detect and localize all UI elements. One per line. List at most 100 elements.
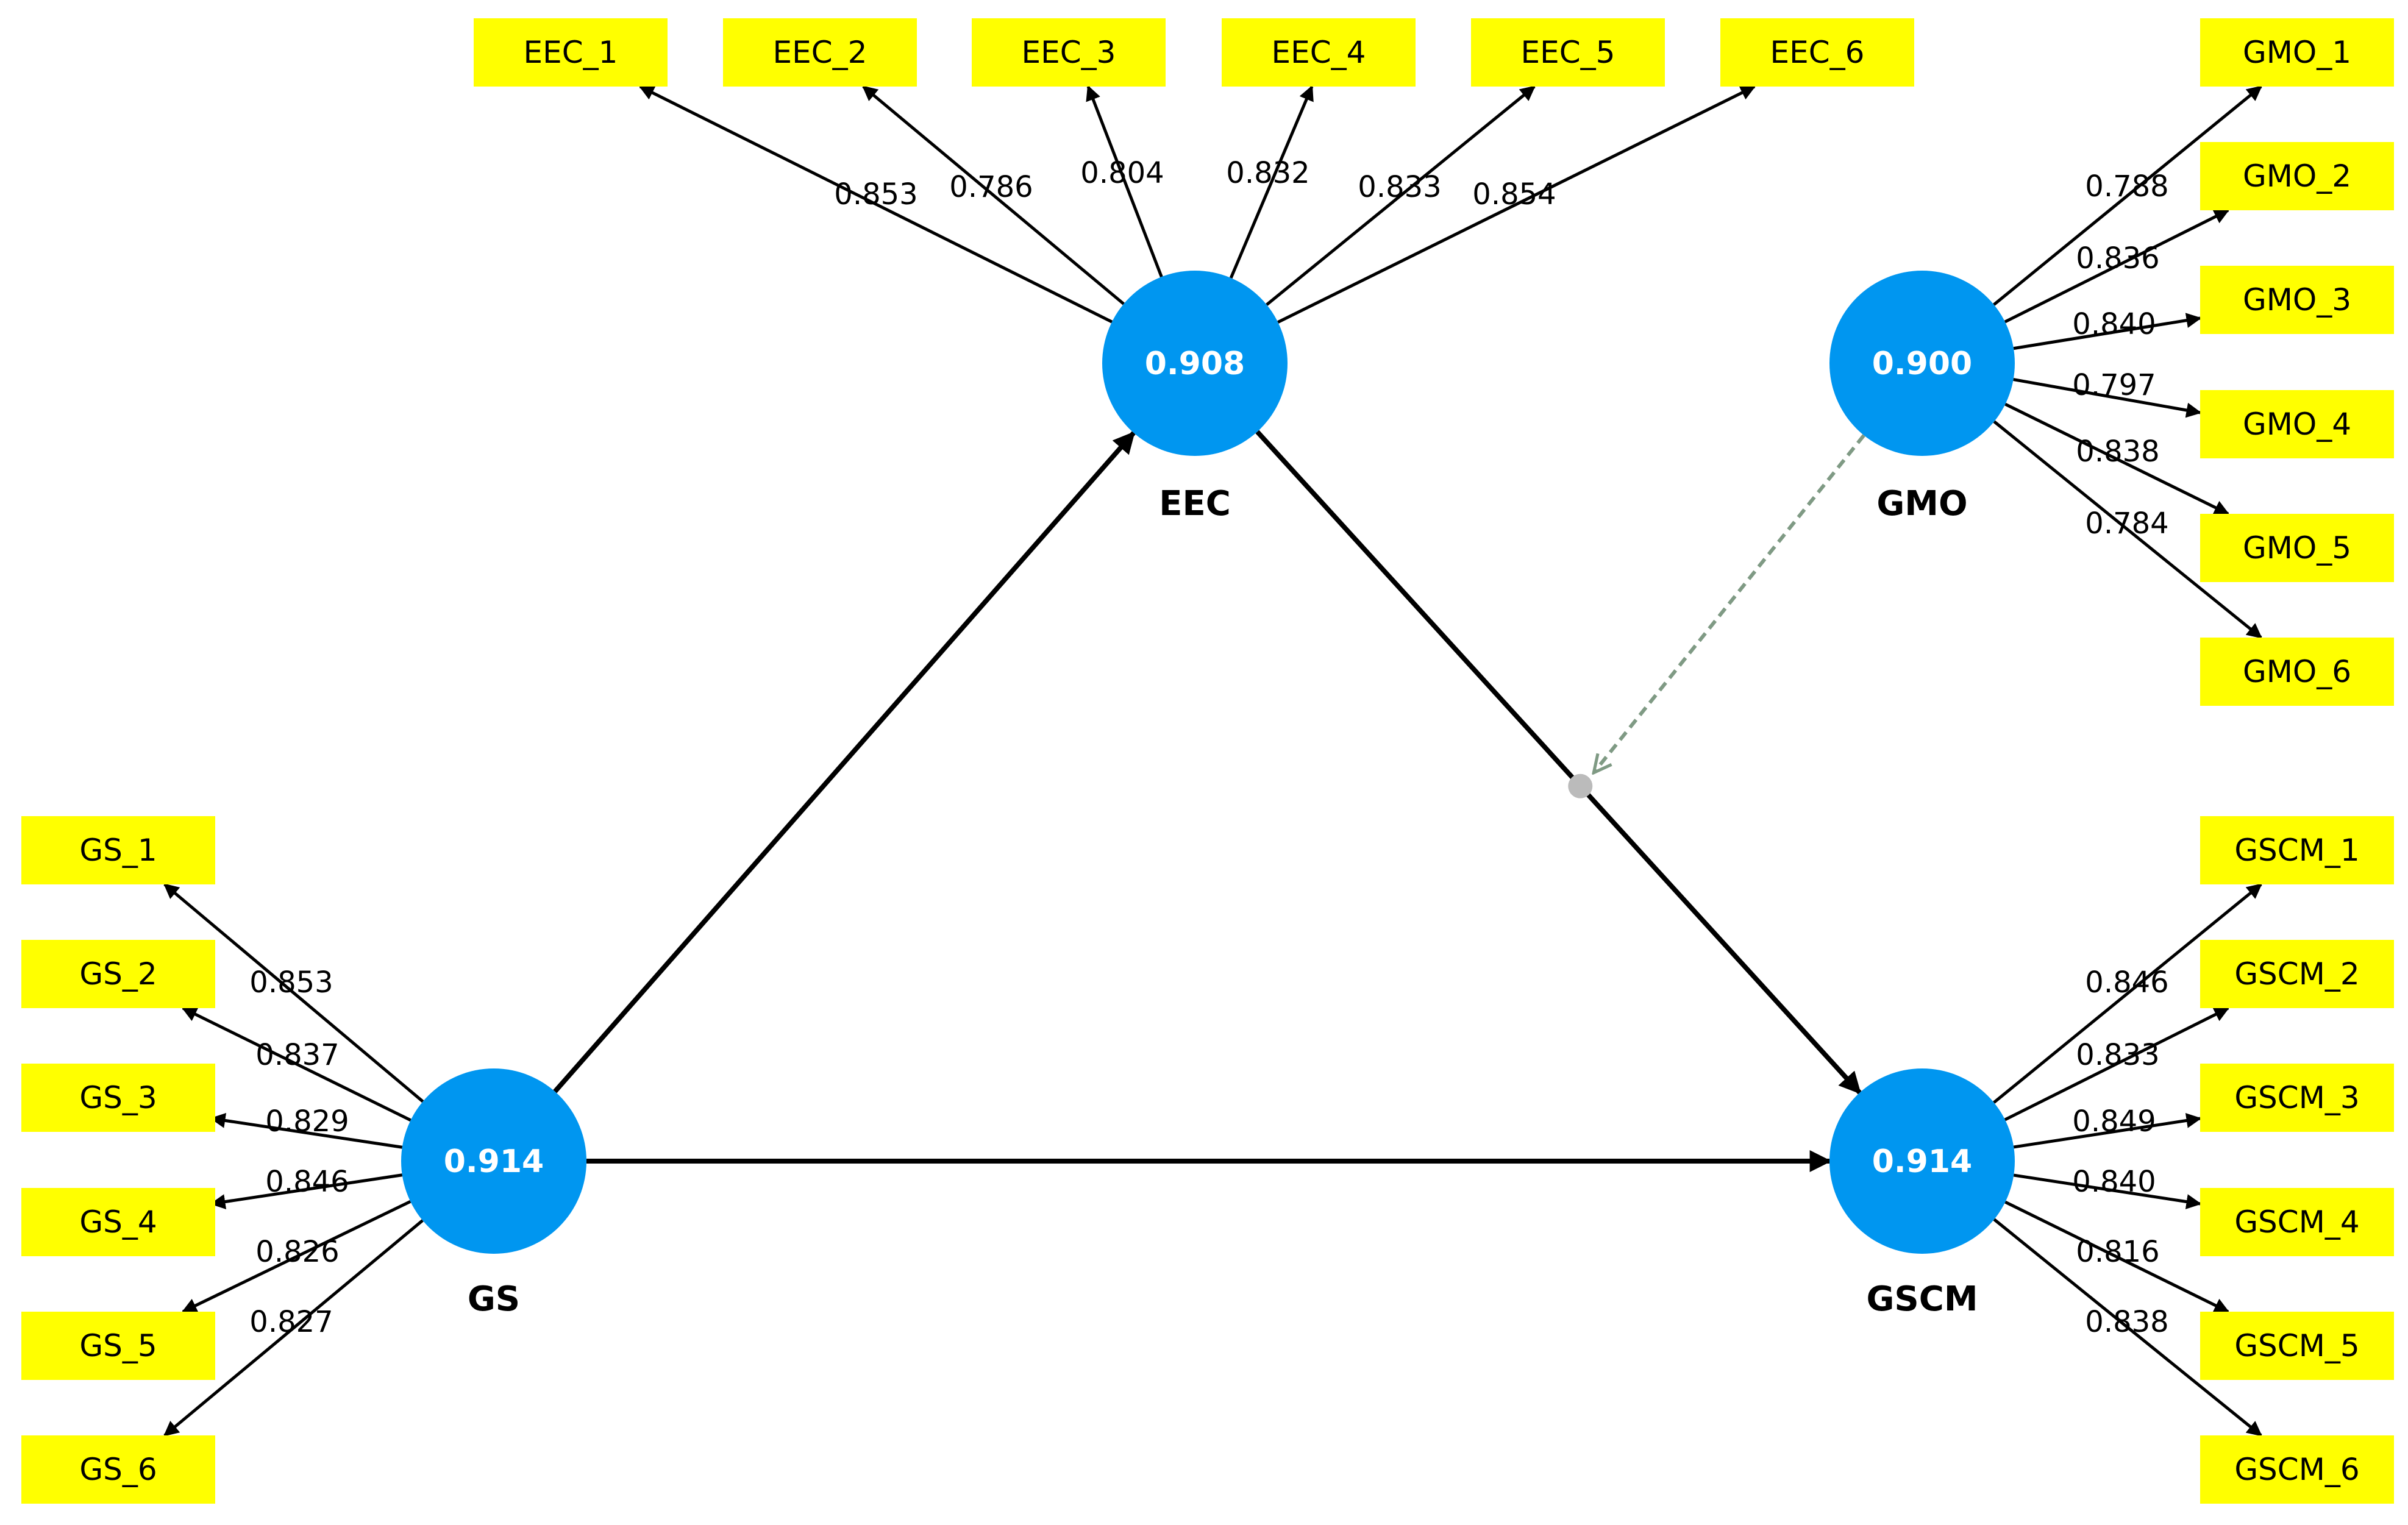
indicator-box [2200,18,2394,87]
loading-arrow-eec_4 [1229,85,1314,279]
indicator-label: GSCM_1 [2234,833,2359,868]
indicator-label: GSCM_3 [2234,1080,2359,1115]
indicator-box [2200,390,2394,458]
indicator-box [474,18,668,87]
loading-value-gmo_5: 0.838 [2076,435,2159,469]
indicator-gmo_3[interactable]: GMO_3 [2200,266,2394,334]
loading-arrow-gmo_1 [1993,85,2262,306]
indicator-gs_6[interactable]: GS_6 [21,1435,215,1504]
indicator-box [1471,18,1665,87]
moderation-arrow[interactable] [1594,434,1865,773]
loading-value-gs_1: 0.853 [249,965,333,1000]
loading-value-gs_5: 0.826 [255,1235,339,1269]
construct-value: 0.908 [1145,346,1245,382]
loading-arrow-gscm_1 [1993,883,2262,1104]
indicator-box [21,816,215,884]
indicator-gscm_6[interactable]: GSCM_6 [2200,1435,2394,1504]
construct-circle [1829,1068,2015,1254]
indicator-label: GMO_5 [2243,530,2351,566]
indicator-gscm_2[interactable]: GSCM_2 [2200,940,2394,1008]
construct-value: 0.914 [1872,1143,1972,1180]
loading-arrow-gmo_5 [2004,402,2230,516]
loading-arrow-eec_1 [638,85,1113,324]
indicator-label: GMO_6 [2243,654,2351,689]
indicator-gscm_3[interactable]: GSCM_3 [2200,1064,2394,1132]
loading-arrow-eec_3 [1086,85,1163,278]
loading-value-eec_2: 0.786 [949,170,1033,204]
indicator-gmo_4[interactable]: GMO_4 [2200,390,2394,458]
indicator-label: GMO_4 [2243,407,2351,442]
indicator-gscm_5[interactable]: GSCM_5 [2200,1312,2394,1380]
moderation-point [1568,773,1593,798]
loading-arrow-gs_5 [181,1200,411,1313]
loading-arrow-gmo_3 [2013,313,2202,350]
path-gs-to-eec[interactable] [553,431,1136,1093]
indicator-gscm_1[interactable]: GSCM_1 [2200,816,2394,884]
loading-value-gscm_3: 0.849 [2072,1104,2156,1139]
indicator-box [2200,638,2394,706]
loading-value-gs_3: 0.829 [265,1104,349,1139]
indicator-eec_5[interactable]: EEC_5 [1471,18,1665,87]
loading-arrow-gscm_2 [2004,1006,2230,1122]
indicator-box [2200,266,2394,334]
indicator-label: GMO_1 [2243,35,2351,70]
indicator-eec_6[interactable]: EEC_6 [1720,18,1914,87]
indicator-box [2200,1064,2394,1132]
indicator-box [2200,1435,2394,1504]
indicator-gmo_1[interactable]: GMO_1 [2200,18,2394,87]
indicator-eec_4[interactable]: EEC_4 [1222,18,1416,87]
loading-value-gmo_3: 0.840 [2072,307,2156,341]
indicator-eec_1[interactable]: EEC_1 [474,18,668,87]
loading-value-gs_4: 0.846 [265,1165,349,1199]
loading-arrow-gscm_3 [2013,1113,2202,1149]
indicator-gs_2[interactable]: GS_2 [21,940,215,1008]
indicator-box [1222,18,1416,87]
indicator-eec_3[interactable]: EEC_3 [972,18,1166,87]
loading-arrow-gmo_2 [2004,208,2230,324]
indicator-gs_3[interactable]: GS_3 [21,1064,215,1132]
loading-arrow-eec_2 [862,85,1125,305]
construct-label: GMO [1876,484,1967,524]
indicator-label: EEC_5 [1521,35,1615,70]
connections-layer [163,85,2262,1437]
loading-arrow-eec_5 [1266,85,1536,306]
construct-value: 0.900 [1872,346,1972,382]
indicator-box [2200,1188,2394,1256]
indicator-box [2200,816,2394,884]
indicator-label: GMO_3 [2243,282,2351,318]
loading-arrow-gs_1 [163,883,424,1103]
indicators-layer: EEC_1 EEC_2 EEC_3 EEC_4 EEC_5 EEC_6 GMO_1GMO_2… [21,18,2394,1504]
loading-arrow-gs_2 [181,1006,411,1122]
loading-arrow-gmo_6 [1993,420,2262,639]
loading-value-eec_5: 0.833 [1358,170,1441,204]
loading-value-gs_6: 0.827 [249,1305,333,1339]
indicator-box [21,1312,215,1380]
indicator-box [2200,142,2394,210]
loading-value-gmo_1: 0.788 [2085,169,2168,204]
loading-value-gscm_1: 0.846 [2085,965,2168,1000]
loading-value-eec_4: 0.832 [1226,156,1309,190]
indicator-gs_5[interactable]: GS_5 [21,1312,215,1380]
indicator-label: EEC_3 [1022,35,1116,70]
indicator-box [21,940,215,1008]
indicator-label: GS_5 [79,1328,157,1363]
indicator-gmo_5[interactable]: GMO_5 [2200,514,2394,582]
indicator-gmo_6[interactable]: GMO_6 [2200,638,2394,706]
loading-value-eec_1: 0.853 [834,177,917,212]
indicator-gscm_4[interactable]: GSCM_4 [2200,1188,2394,1256]
indicator-gs_4[interactable]: GS_4 [21,1188,215,1256]
loading-arrow-eec_6 [1277,85,1756,324]
indicator-gs_1[interactable]: GS_1 [21,816,215,884]
indicator-label: EEC_4 [1272,35,1366,70]
indicator-gmo_2[interactable]: GMO_2 [2200,142,2394,210]
construct-value: 0.914 [444,1143,544,1180]
loading-value-gmo_2: 0.836 [2076,241,2159,275]
indicator-eec_2[interactable]: EEC_2 [723,18,917,87]
path-eec-to-gscm[interactable] [1255,430,1862,1095]
loading-arrow-gs_3 [210,1113,403,1149]
